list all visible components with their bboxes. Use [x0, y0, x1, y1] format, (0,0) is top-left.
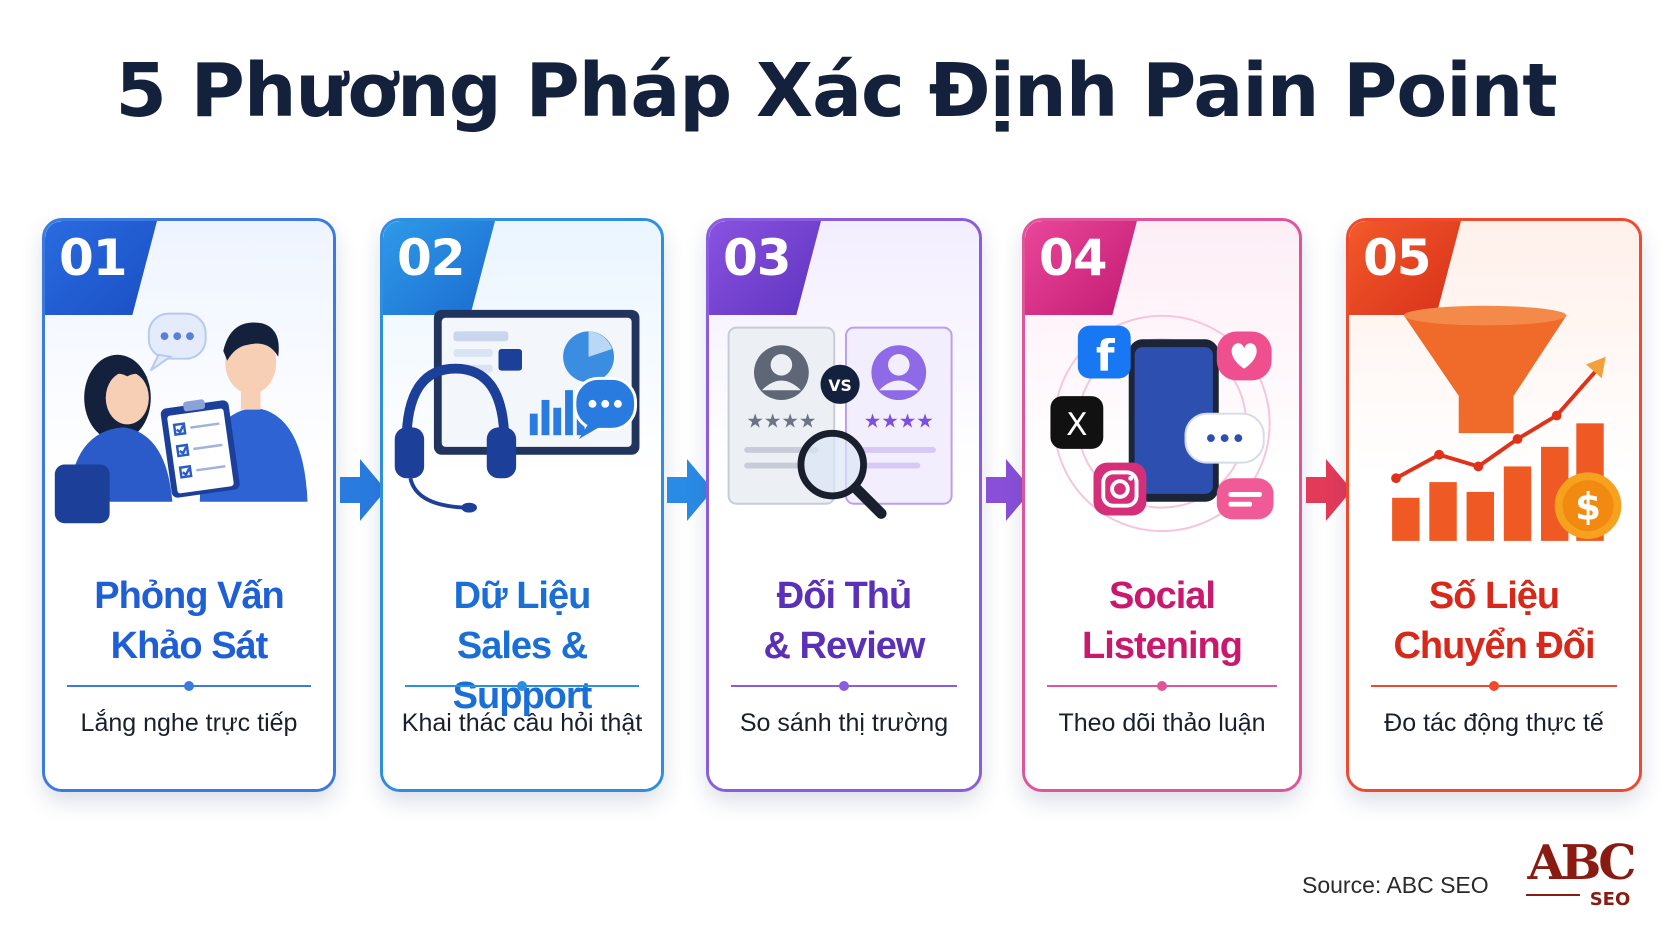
- step-number-tab: 02: [383, 221, 495, 315]
- step-number: 03: [723, 229, 792, 287]
- profile-card-icon: ★★★★: [844, 326, 953, 505]
- step-divider: [731, 681, 957, 691]
- heart-bubble-icon: [1216, 331, 1272, 381]
- dollar-coin-icon: $: [1554, 472, 1622, 539]
- interview-illustration: [54, 312, 308, 524]
- step-divider: [1047, 681, 1277, 691]
- chat-bubble-icon: [147, 312, 207, 372]
- step-number: 02: [397, 229, 466, 287]
- page-title: 5 Phương Pháp Xác Định Pain Point: [115, 48, 1557, 134]
- trend-arrow-icon: [1391, 356, 1606, 484]
- abc-seo-logo: ABC SEO: [1526, 835, 1638, 910]
- step-title: Dữ Liệu Sales & Support: [452, 575, 593, 717]
- step-divider: [405, 681, 639, 691]
- svg-text:★★★★: ★★★★: [746, 409, 816, 432]
- vs-label: VS: [828, 376, 851, 395]
- step-number: 05: [1363, 229, 1432, 287]
- step-subtitle: Đo tác động thực tế: [1384, 709, 1604, 737]
- step-card-5: 05 $ Số Liệu Chuyển Đổi: [1346, 218, 1642, 792]
- arrow-right-icon: [986, 459, 1032, 521]
- step-title: Phỏng Vấn Khảo Sát: [94, 575, 284, 667]
- arrow-right-icon: [667, 459, 713, 521]
- step-subtitle: So sánh thị trường: [739, 709, 949, 737]
- funnel-icon: [1403, 305, 1567, 434]
- arrow-right-icon: [340, 459, 386, 521]
- clipboard-icon: [160, 399, 240, 498]
- step-card-3: 03 ★★★★ ★★★★ VS Đối Thủ & Revie: [706, 218, 982, 792]
- svg-text:SEO: SEO: [1590, 889, 1631, 910]
- svg-text:f: f: [1096, 332, 1116, 382]
- step-number: 04: [1039, 229, 1108, 287]
- x-twitter-icon: X: [1050, 396, 1104, 449]
- svg-text:$: $: [1575, 484, 1601, 528]
- step-title: Social Listening: [1082, 575, 1243, 667]
- step-divider: [1371, 681, 1617, 691]
- svg-text:X: X: [1066, 407, 1087, 443]
- headset-icon: [394, 363, 517, 513]
- svg-text:★★★★: ★★★★: [864, 409, 934, 432]
- conversion-funnel-illustration: $: [1391, 305, 1622, 541]
- step-title: Số Liệu Chuyển Đổi: [1393, 575, 1595, 667]
- step-number: 01: [59, 229, 128, 287]
- magnifier-icon: [797, 429, 887, 519]
- facebook-icon: f: [1077, 325, 1131, 382]
- competitor-review-illustration: ★★★★ ★★★★ VS: [727, 326, 953, 519]
- support-dashboard-illustration: [394, 309, 640, 513]
- step-divider: [67, 681, 311, 691]
- step-card-2: 02 Dữ L: [380, 218, 664, 792]
- vs-badge: [820, 364, 860, 404]
- svg-text:ABC: ABC: [1527, 835, 1635, 891]
- source-label: Source: ABC SEO: [1302, 872, 1489, 898]
- step-subtitle: Theo dõi thảo luận: [1058, 709, 1266, 737]
- woman-icon: [54, 354, 173, 524]
- arrow-right-icon: [1306, 459, 1352, 521]
- chat-bubble-icon: [573, 376, 638, 440]
- step-title: Đối Thủ & Review: [763, 575, 926, 667]
- instagram-icon: [1093, 462, 1147, 516]
- social-listening-illustration: f X: [1050, 314, 1274, 533]
- step-card-1: 01: [42, 218, 336, 792]
- step-subtitle: Khai thác câu hỏi thật: [401, 709, 643, 737]
- step-number-tab: 01: [45, 221, 157, 315]
- step-number-tab: 04: [1025, 221, 1137, 315]
- step-subtitle: Lắng nghe trực tiếp: [80, 709, 298, 737]
- step-card-4: 04 f X: [1022, 218, 1302, 792]
- chat-bubble-icon: [1184, 412, 1265, 464]
- message-bubble-icon: [1216, 478, 1274, 520]
